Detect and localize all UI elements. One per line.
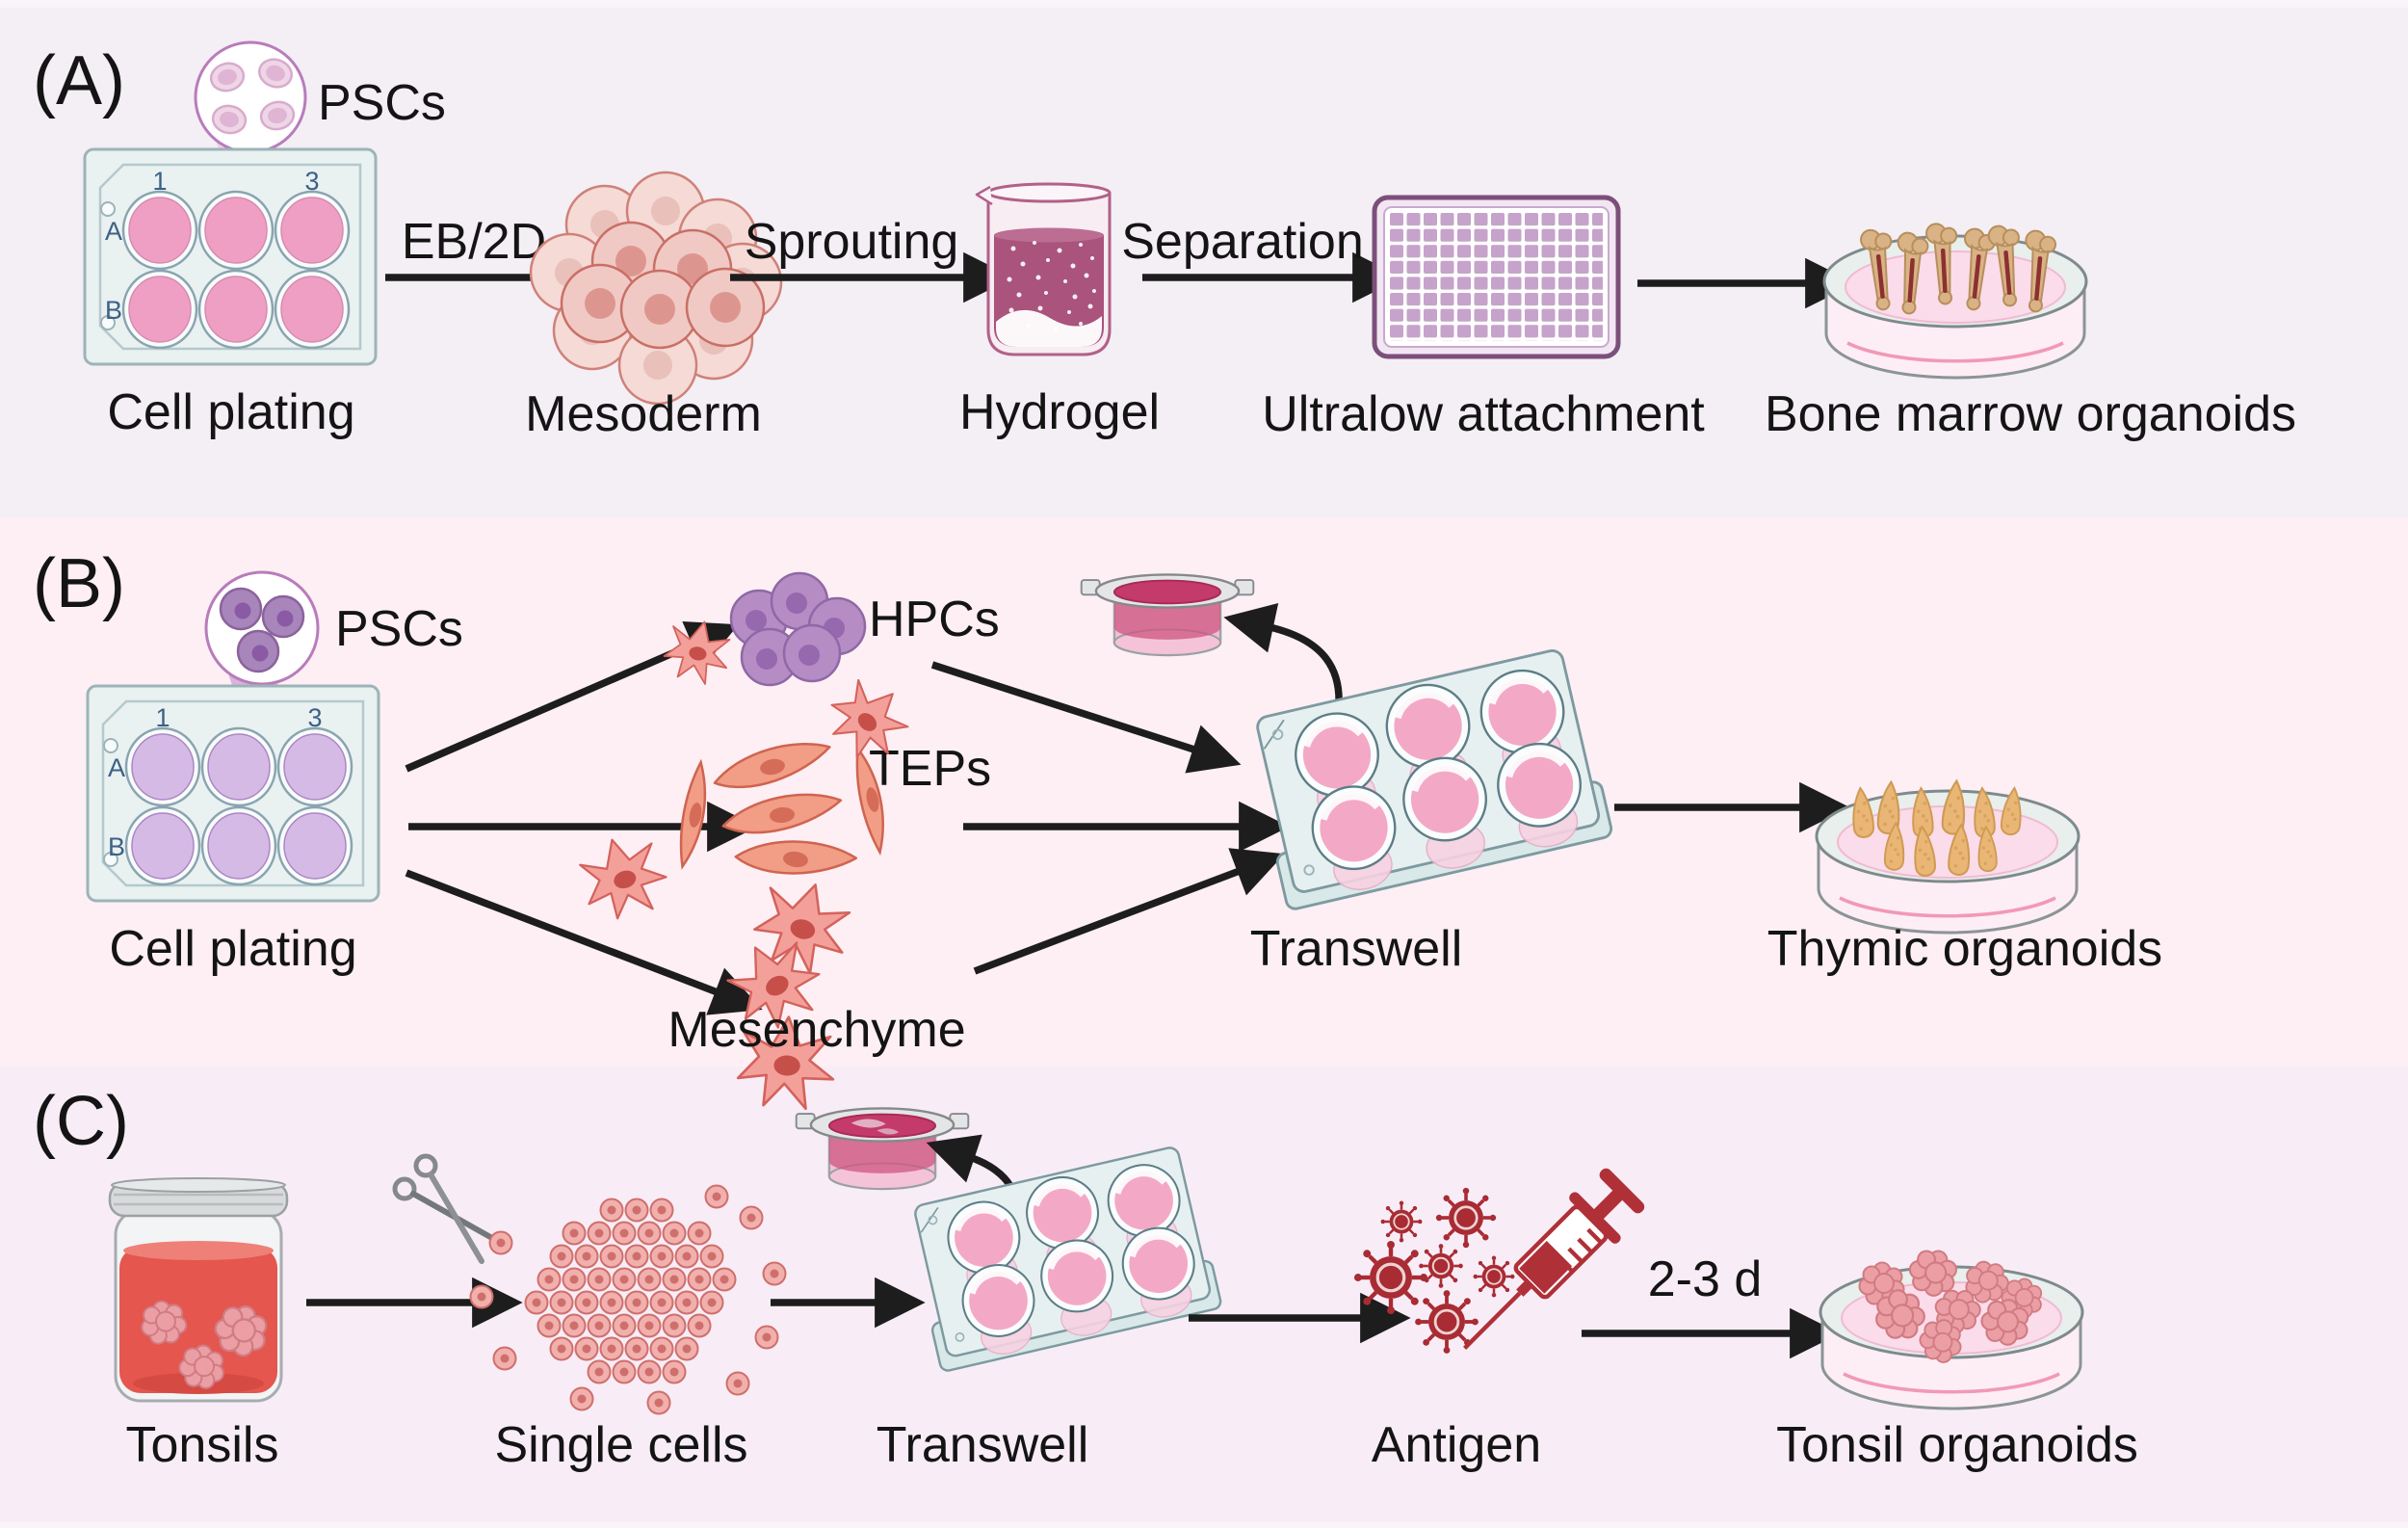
panel-b-psc-label: PSCs: [335, 601, 463, 657]
mesoderm-label: Mesoderm: [525, 386, 762, 442]
panel-b-cell-plating-label: Cell plating: [109, 921, 356, 977]
panel-a: (A) PSCs 1 3 A B: [33, 40, 2296, 442]
teps-label: TEPs: [869, 741, 991, 797]
plate-row-a: A: [108, 753, 125, 782]
step-eb2d-label: EB/2D: [402, 214, 546, 270]
ultralow-attachment-icon: [1372, 195, 1621, 359]
tonsils-label: Tonsils: [126, 1417, 279, 1473]
panel-b-label: (B): [33, 545, 125, 622]
arrow-to-mesenchyme: [405, 869, 763, 1015]
scissors-icon: [392, 1153, 502, 1264]
tonsil-jar-icon: [108, 1177, 289, 1403]
step-separation-label: Separation: [1121, 214, 1364, 270]
six-well-plate-icon: 1 3 A B: [86, 684, 380, 903]
hydrogel-beaker-icon: [975, 182, 1112, 356]
plate-col-1: 1: [152, 167, 167, 196]
syringe-icon: [1463, 1168, 1645, 1350]
transwell-insert-icon: [795, 1107, 970, 1191]
tonsil-organoids-label: Tonsil organoids: [1776, 1417, 2138, 1473]
panel-a-label: (A): [33, 42, 125, 119]
thymic-organoids-label: Thymic organoids: [1767, 921, 2162, 977]
panel-c-label: (C): [33, 1083, 129, 1160]
plate-row-a: A: [105, 217, 122, 246]
plate-row-b: B: [108, 832, 125, 861]
panel-c-transwell-label: Transwell: [877, 1417, 1089, 1473]
panel-a-psc-label: PSCs: [318, 75, 446, 131]
ultralow-label: Ultralow attachment: [1262, 386, 1705, 442]
bone-marrow-label: Bone marrow organoids: [1765, 386, 2296, 442]
single-cells-label: Single cells: [494, 1417, 747, 1473]
arrow-hpcs-to-transwell: [930, 661, 1242, 774]
plate-col-1: 1: [155, 703, 170, 732]
panel-a-cell-plating-label: Cell plating: [107, 384, 354, 440]
plate-row-b: B: [105, 296, 122, 325]
plate-col-3: 3: [307, 703, 322, 732]
panel-c: (C) Tonsils: [33, 1083, 2138, 1473]
plate-wells: [124, 726, 353, 886]
hpcs-label: HPCs: [869, 592, 1000, 647]
arrow-to-hpcs: [405, 621, 739, 773]
thymic-organoid-dish-icon: [1815, 778, 2081, 935]
arrow-mesenchyme-to-transwell: [973, 848, 1285, 975]
bone-marrow-dish-icon: [1822, 222, 2088, 380]
panel-b-transwell-label: Transwell: [1250, 921, 1463, 977]
hydrogel-label: Hydrogel: [959, 384, 1160, 440]
bottom-strip: [0, 1522, 2408, 1528]
six-well-plate-icon: 1 3 A B: [83, 147, 378, 366]
panel-b: (B) PSCs 1 3 A B: [33, 545, 2162, 1112]
step-sprouting-label: Sprouting: [745, 214, 959, 270]
mesenchyme-label: Mesenchyme: [667, 1002, 965, 1058]
antigen-label: Antigen: [1372, 1417, 1541, 1473]
plate-col-3: 3: [304, 167, 319, 196]
plate-wells: [121, 190, 351, 350]
duration-label: 2-3 d: [1648, 1251, 1763, 1307]
